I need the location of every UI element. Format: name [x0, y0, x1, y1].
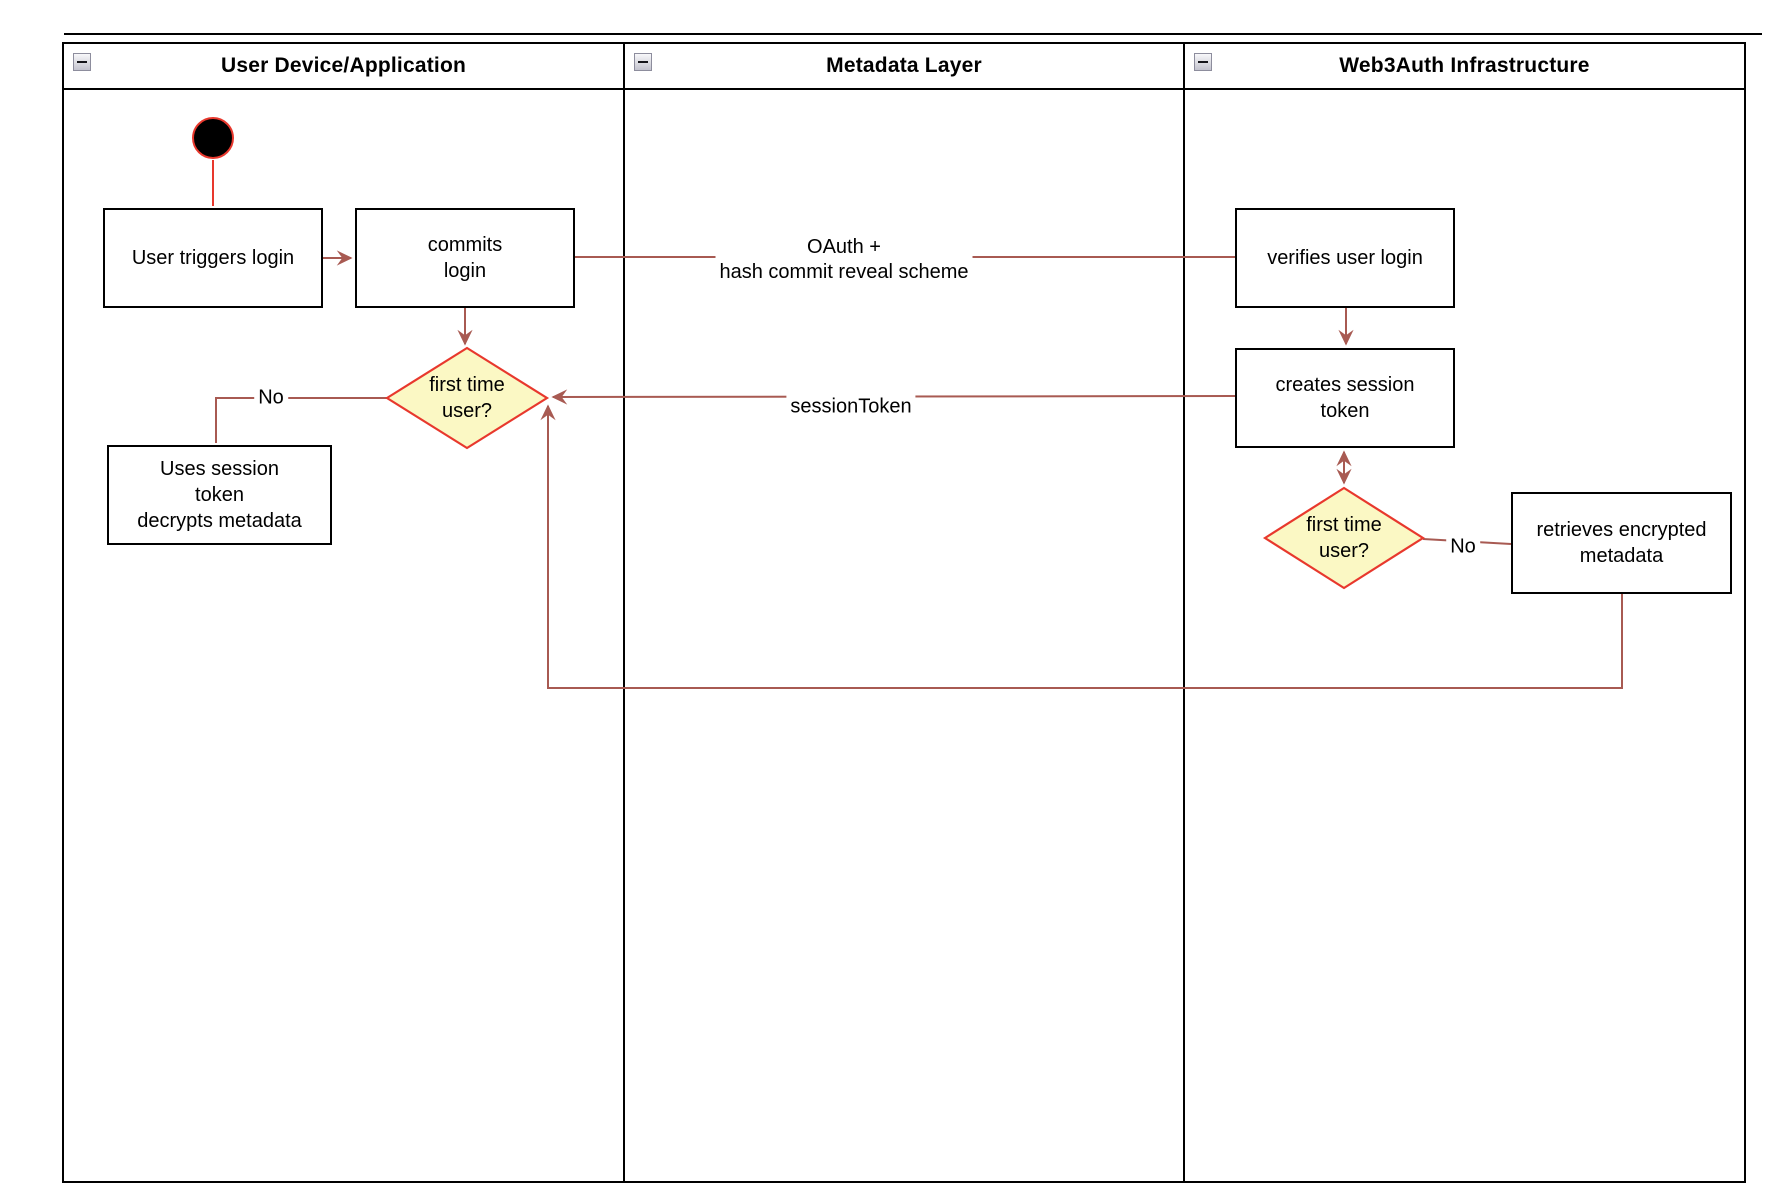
edge-label-session-token: sessionToken	[786, 394, 916, 420]
lane-title: Web3Auth Infrastructure	[1339, 54, 1590, 77]
collapse-lane-button[interactable]	[1194, 53, 1212, 71]
lane-header-metadata-layer[interactable]: Metadata Layer	[625, 44, 1183, 90]
lane-header-user-device[interactable]: User Device/Application	[64, 44, 623, 90]
lane-title: Metadata Layer	[826, 54, 982, 77]
edge-label-no-right: No	[1446, 534, 1480, 560]
edge-label-no-left: No	[254, 385, 288, 411]
minus-icon	[638, 60, 648, 64]
decision-label-first-time-user-left: first time user?	[429, 374, 505, 422]
lane-header-web3auth[interactable]: Web3Auth Infrastructure	[1185, 44, 1744, 90]
lane-title: User Device/Application	[220, 54, 466, 77]
node-retrieves-encrypted-metadata[interactable]: retrieves encrypted metadata	[1511, 492, 1732, 594]
node-uses-session-token[interactable]: Uses session token decrypts metadata	[107, 445, 332, 545]
decision-label-first-time-user-right: first time user?	[1306, 514, 1382, 562]
node-creates-session-token[interactable]: creates session token	[1235, 348, 1455, 448]
collapse-lane-button[interactable]	[73, 53, 91, 71]
start-node[interactable]	[192, 117, 234, 159]
minus-icon	[1198, 60, 1208, 64]
node-commits-login[interactable]: commits login	[355, 208, 575, 308]
edge-label-oauth: OAuth + hash commit reveal scheme	[715, 235, 973, 285]
minus-icon	[77, 60, 87, 64]
lane-metadata-layer: Metadata Layer	[623, 42, 1185, 1183]
collapse-lane-button[interactable]	[634, 53, 652, 71]
node-verifies-user-login[interactable]: verifies user login	[1235, 208, 1455, 308]
node-user-triggers-login[interactable]: User triggers login	[103, 208, 323, 308]
pool-top-border	[64, 33, 1762, 35]
